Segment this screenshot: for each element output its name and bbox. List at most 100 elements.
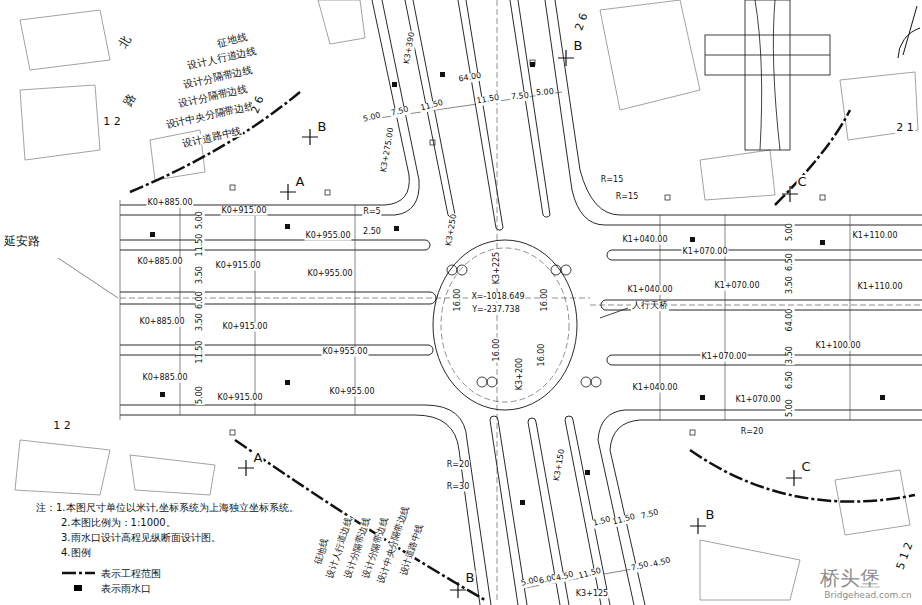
dimension-label: 5.00 xyxy=(361,111,382,125)
road-edge xyxy=(605,225,922,226)
lamp-post xyxy=(325,190,330,195)
chainage-label: K1+070.00 xyxy=(734,396,781,405)
chainage-label: K1+070.00 xyxy=(713,282,760,291)
watermark: Bridgehead.com.cn xyxy=(823,591,912,601)
grid-number: 2 6 xyxy=(573,11,591,33)
dimension-label: 5.00 xyxy=(196,385,205,405)
chainage-label: K3+275.00 xyxy=(380,126,397,174)
dimension-label: 16.00 xyxy=(538,343,547,368)
grid-number: 2 6 xyxy=(249,94,267,116)
cross-section-line xyxy=(365,92,562,120)
section-mark: A xyxy=(253,451,264,465)
building-outline xyxy=(600,0,700,110)
road-edge xyxy=(620,215,922,216)
key-plan xyxy=(705,0,830,150)
rain-inlet xyxy=(150,232,155,237)
chainage-label: K0+915.00 xyxy=(214,262,261,271)
section-mark: B xyxy=(705,508,716,522)
chainage-label: K0+915.00 xyxy=(216,394,263,403)
chainage-label: K0+885.00 xyxy=(146,199,193,208)
road-edge xyxy=(510,0,550,217)
road-edge xyxy=(120,415,459,450)
chainage-label: K0+955.00 xyxy=(328,388,375,397)
chainage-label: K3+125 xyxy=(575,590,609,599)
north-arrow xyxy=(903,6,917,55)
chainage-label: K1+040.00 xyxy=(626,286,673,295)
lamp-post xyxy=(230,185,235,190)
chainage-label: K3+150 xyxy=(553,447,568,482)
chainage-label: K3+250 xyxy=(445,212,460,247)
rain-inlet xyxy=(530,62,535,67)
dimension-label: 64.00 xyxy=(786,308,795,333)
dimension-label: 7.50 xyxy=(510,92,531,102)
rain-inlet xyxy=(160,392,165,397)
chainage-label: K1+070.00 xyxy=(700,353,747,362)
project-boundary xyxy=(62,572,95,575)
note-text: 表示雨水口 xyxy=(100,583,152,594)
road-label: 北 xyxy=(116,33,134,52)
key-plan xyxy=(705,0,830,150)
dimension-label: 16.00 xyxy=(454,288,463,313)
chainage-label: K0+955.00 xyxy=(306,270,353,279)
road-label: 人行天桥 xyxy=(631,301,669,311)
grid-number: 1 2 xyxy=(52,420,72,432)
building-outline xyxy=(20,10,110,70)
chainage-label: K1+070.00 xyxy=(681,248,728,257)
cross-section-line xyxy=(850,215,851,420)
overpass-symbol xyxy=(600,308,628,318)
road-label: 路 xyxy=(121,91,139,110)
lamp-post xyxy=(530,60,535,65)
grid-number: 5 1 2 xyxy=(894,540,916,572)
overpass-symbol xyxy=(457,265,467,275)
dimension-label: 11.50 xyxy=(611,513,637,528)
building-outline xyxy=(700,540,800,600)
dimension-label: 7.50 xyxy=(639,508,660,522)
road-edge xyxy=(610,450,645,605)
dimension-label: 11.50 xyxy=(196,233,205,258)
chainage-label: K3+200 xyxy=(516,357,525,391)
lamp-post xyxy=(430,140,435,145)
grid-number: 1 2 xyxy=(102,116,122,128)
dimension-label: 3.50 xyxy=(786,345,795,365)
coordinate-label: Y=-237.738 xyxy=(471,306,521,315)
leader-label: 设计道路中线 xyxy=(181,125,244,149)
dimension-label: 7.50 xyxy=(629,560,650,574)
chainage-label: K0+915.00 xyxy=(220,207,267,216)
rain-inlet xyxy=(440,72,445,77)
road-edge xyxy=(610,420,922,450)
chainage-label: K1+040.00 xyxy=(631,384,678,393)
lamp-post xyxy=(230,60,825,435)
chainage-label: K0+885.00 xyxy=(138,318,185,327)
section-mark: C xyxy=(796,175,807,189)
dimension-label: 3.50 xyxy=(196,312,205,332)
chainage-label: K0+885.00 xyxy=(136,258,183,267)
building-outline xyxy=(318,0,365,44)
rain-inlet xyxy=(394,226,399,231)
dimension-label: 5.00 xyxy=(535,88,556,98)
chainage-label: K0+915.00 xyxy=(221,323,268,332)
chainage-label: K0+885.00 xyxy=(141,374,188,383)
rain-inlet xyxy=(285,224,290,229)
road-edge xyxy=(120,345,433,355)
dimension-label: 6.00 xyxy=(196,290,205,310)
cross-section-line xyxy=(180,205,181,415)
legend-swatch xyxy=(74,585,82,591)
rain-inlet xyxy=(700,395,705,400)
cross-section-line xyxy=(255,205,256,415)
radius-label: R=20 xyxy=(740,428,764,437)
dimension-label: 16.00 xyxy=(541,288,550,313)
rain-inlet xyxy=(690,237,695,242)
grid-number: 2 1 xyxy=(895,122,915,134)
road-edge xyxy=(545,0,605,225)
leader-label: 征地线 xyxy=(215,31,249,48)
rain-inlet xyxy=(520,500,525,505)
overpass-symbol xyxy=(551,265,561,275)
note-text: 3.雨水口设计高程见纵断面设计图。 xyxy=(60,532,222,543)
road-edge xyxy=(459,450,480,605)
project-boundary xyxy=(775,110,850,205)
project-boundary xyxy=(130,92,300,192)
project-boundary xyxy=(62,92,915,600)
dimension-label: 2.50 xyxy=(362,228,382,237)
dimension-label: 16.00 xyxy=(493,338,502,363)
chainage-label: K1+100.00 xyxy=(814,342,861,351)
